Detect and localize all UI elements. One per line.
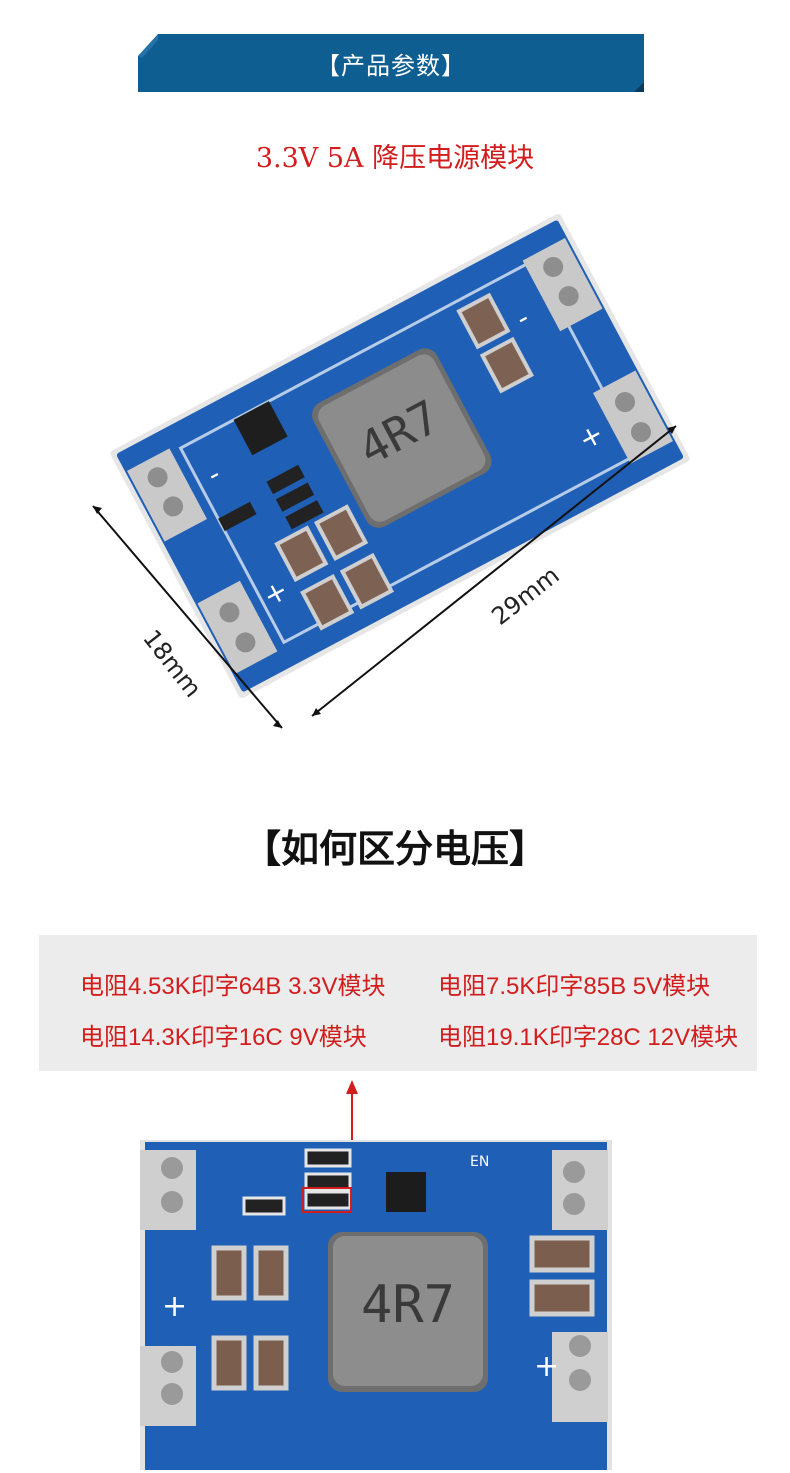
product-photo-top: - + - + 4R7 18 [92,214,690,729]
banner-shape [138,34,644,92]
ic-chip [233,401,288,456]
rule-3v3: 电阻4.53K印字64B 3.3V模块 [80,973,386,1000]
output-pads [522,238,673,464]
capacitors-top [274,292,534,631]
banner-title: 【产品参数】 [316,51,466,80]
section-banner: 【产品参数】 [138,34,644,94]
resistors-top [218,464,324,532]
product-subtitle: 3.3V 5A 降压电源模块 [255,143,535,174]
pad-label-plus-out-bottom: + [534,1349,559,1384]
inductor-marking-bottom: 4R7 [361,1275,455,1335]
highlight-resistor-box [302,1187,352,1213]
pad-label-plus-bottom: + [162,1289,187,1324]
inductor-bottom: 4R7 [328,1232,488,1392]
dimension-width-label: 18mm [137,624,207,702]
dimension-width-line [92,505,283,729]
input-pads [127,448,278,674]
dimension-length-line [311,425,677,717]
right-pads-bottom [552,1150,608,1422]
voltage-rules-panel [39,935,757,1071]
enable-label: EN [470,1154,489,1170]
inductor-top: 4R7 [312,348,492,528]
rule-9v: 电阻14.3K印字16C 9V模块 [80,1024,367,1051]
left-pads-bottom [140,1150,196,1426]
rule-5v: 电阻7.5K印字85B 5V模块 [438,973,711,1000]
resistors-bottom [242,1148,352,1216]
rule-12v: 电阻19.1K印字28C 12V模块 [438,1024,739,1051]
section-title-voltage: 【如何区分电压】 [242,827,547,871]
dimension-length-label: 29mm [486,561,564,631]
product-photo-bottom: + + EN 4R7 [140,1080,612,1470]
capacitors-bottom [211,1235,595,1391]
ic-chip-bottom [386,1172,426,1212]
pcb-board-top: - + - + 4R7 [110,214,690,698]
